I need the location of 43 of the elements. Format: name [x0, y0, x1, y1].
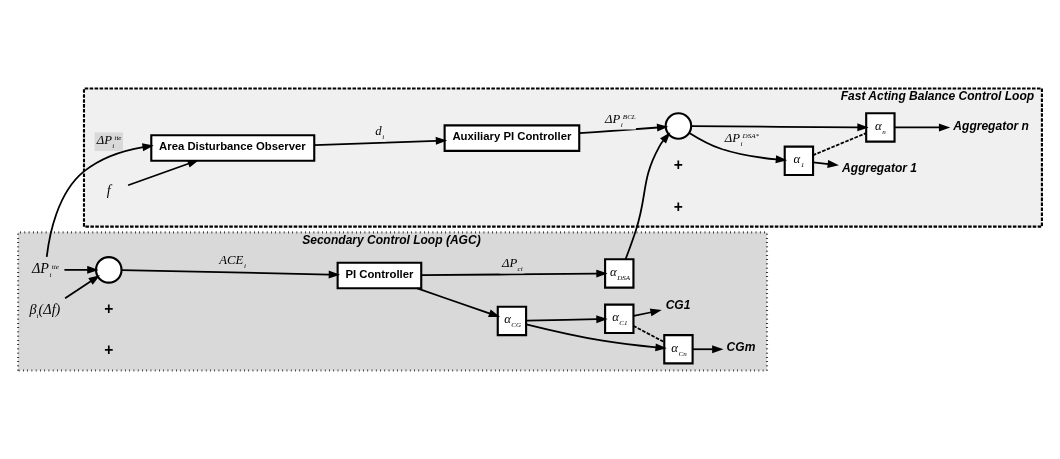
- node-circle: [664, 112, 693, 140]
- node-box: α$_{CG}$: [496, 305, 528, 337]
- arrow: [416, 287, 501, 318]
- arrow: [578, 123, 669, 135]
- node-box: α$_{C1}$: [604, 303, 635, 334]
- arrow: [420, 269, 608, 278]
- node-box: α$_{DSA}$: [604, 258, 635, 289]
- node-box: α$_{Cn}$: [663, 334, 694, 365]
- node-circle: [94, 256, 123, 284]
- node-text: f: [106, 181, 111, 198]
- arrow: [812, 160, 839, 168]
- edge-label: ACE$_{i}$: [219, 252, 247, 270]
- arrow: [525, 315, 608, 324]
- connector: [632, 325, 666, 343]
- label: +: [673, 197, 683, 215]
- edge-label: d$_{i}$: [375, 123, 385, 141]
- connector: [812, 132, 867, 156]
- arrow: [525, 323, 667, 352]
- arrow: [45, 143, 154, 258]
- arrow: [63, 265, 99, 274]
- arrow: [893, 123, 951, 132]
- arrow: [690, 123, 869, 132]
- node-box: α$_{n}$: [865, 112, 896, 143]
- node-text: CGm: [726, 340, 756, 355]
- arrow: [120, 269, 341, 279]
- node-text: β$_{i}$(Δf): [29, 300, 61, 320]
- arrow: [691, 345, 724, 354]
- node-text: CG1: [665, 297, 691, 312]
- label: +: [104, 341, 114, 359]
- label: +: [673, 156, 683, 174]
- edge-label: ΔP$_{ci}$: [502, 255, 523, 273]
- arrow: [624, 132, 671, 260]
- node-box: Auxiliary PI Controller: [443, 124, 581, 152]
- arrow: [313, 136, 448, 146]
- node-text: Aggregator n: [953, 118, 1029, 133]
- node-box: α$_{1}$: [783, 145, 815, 176]
- label: +: [104, 300, 114, 318]
- node-box: Area Disturbance Observer: [150, 134, 316, 162]
- node-text: Aggregator 1: [842, 161, 917, 176]
- arrow: [64, 275, 100, 300]
- arrow: [632, 308, 662, 317]
- arrow: [127, 159, 199, 187]
- node-box: PI Controller: [336, 261, 423, 290]
